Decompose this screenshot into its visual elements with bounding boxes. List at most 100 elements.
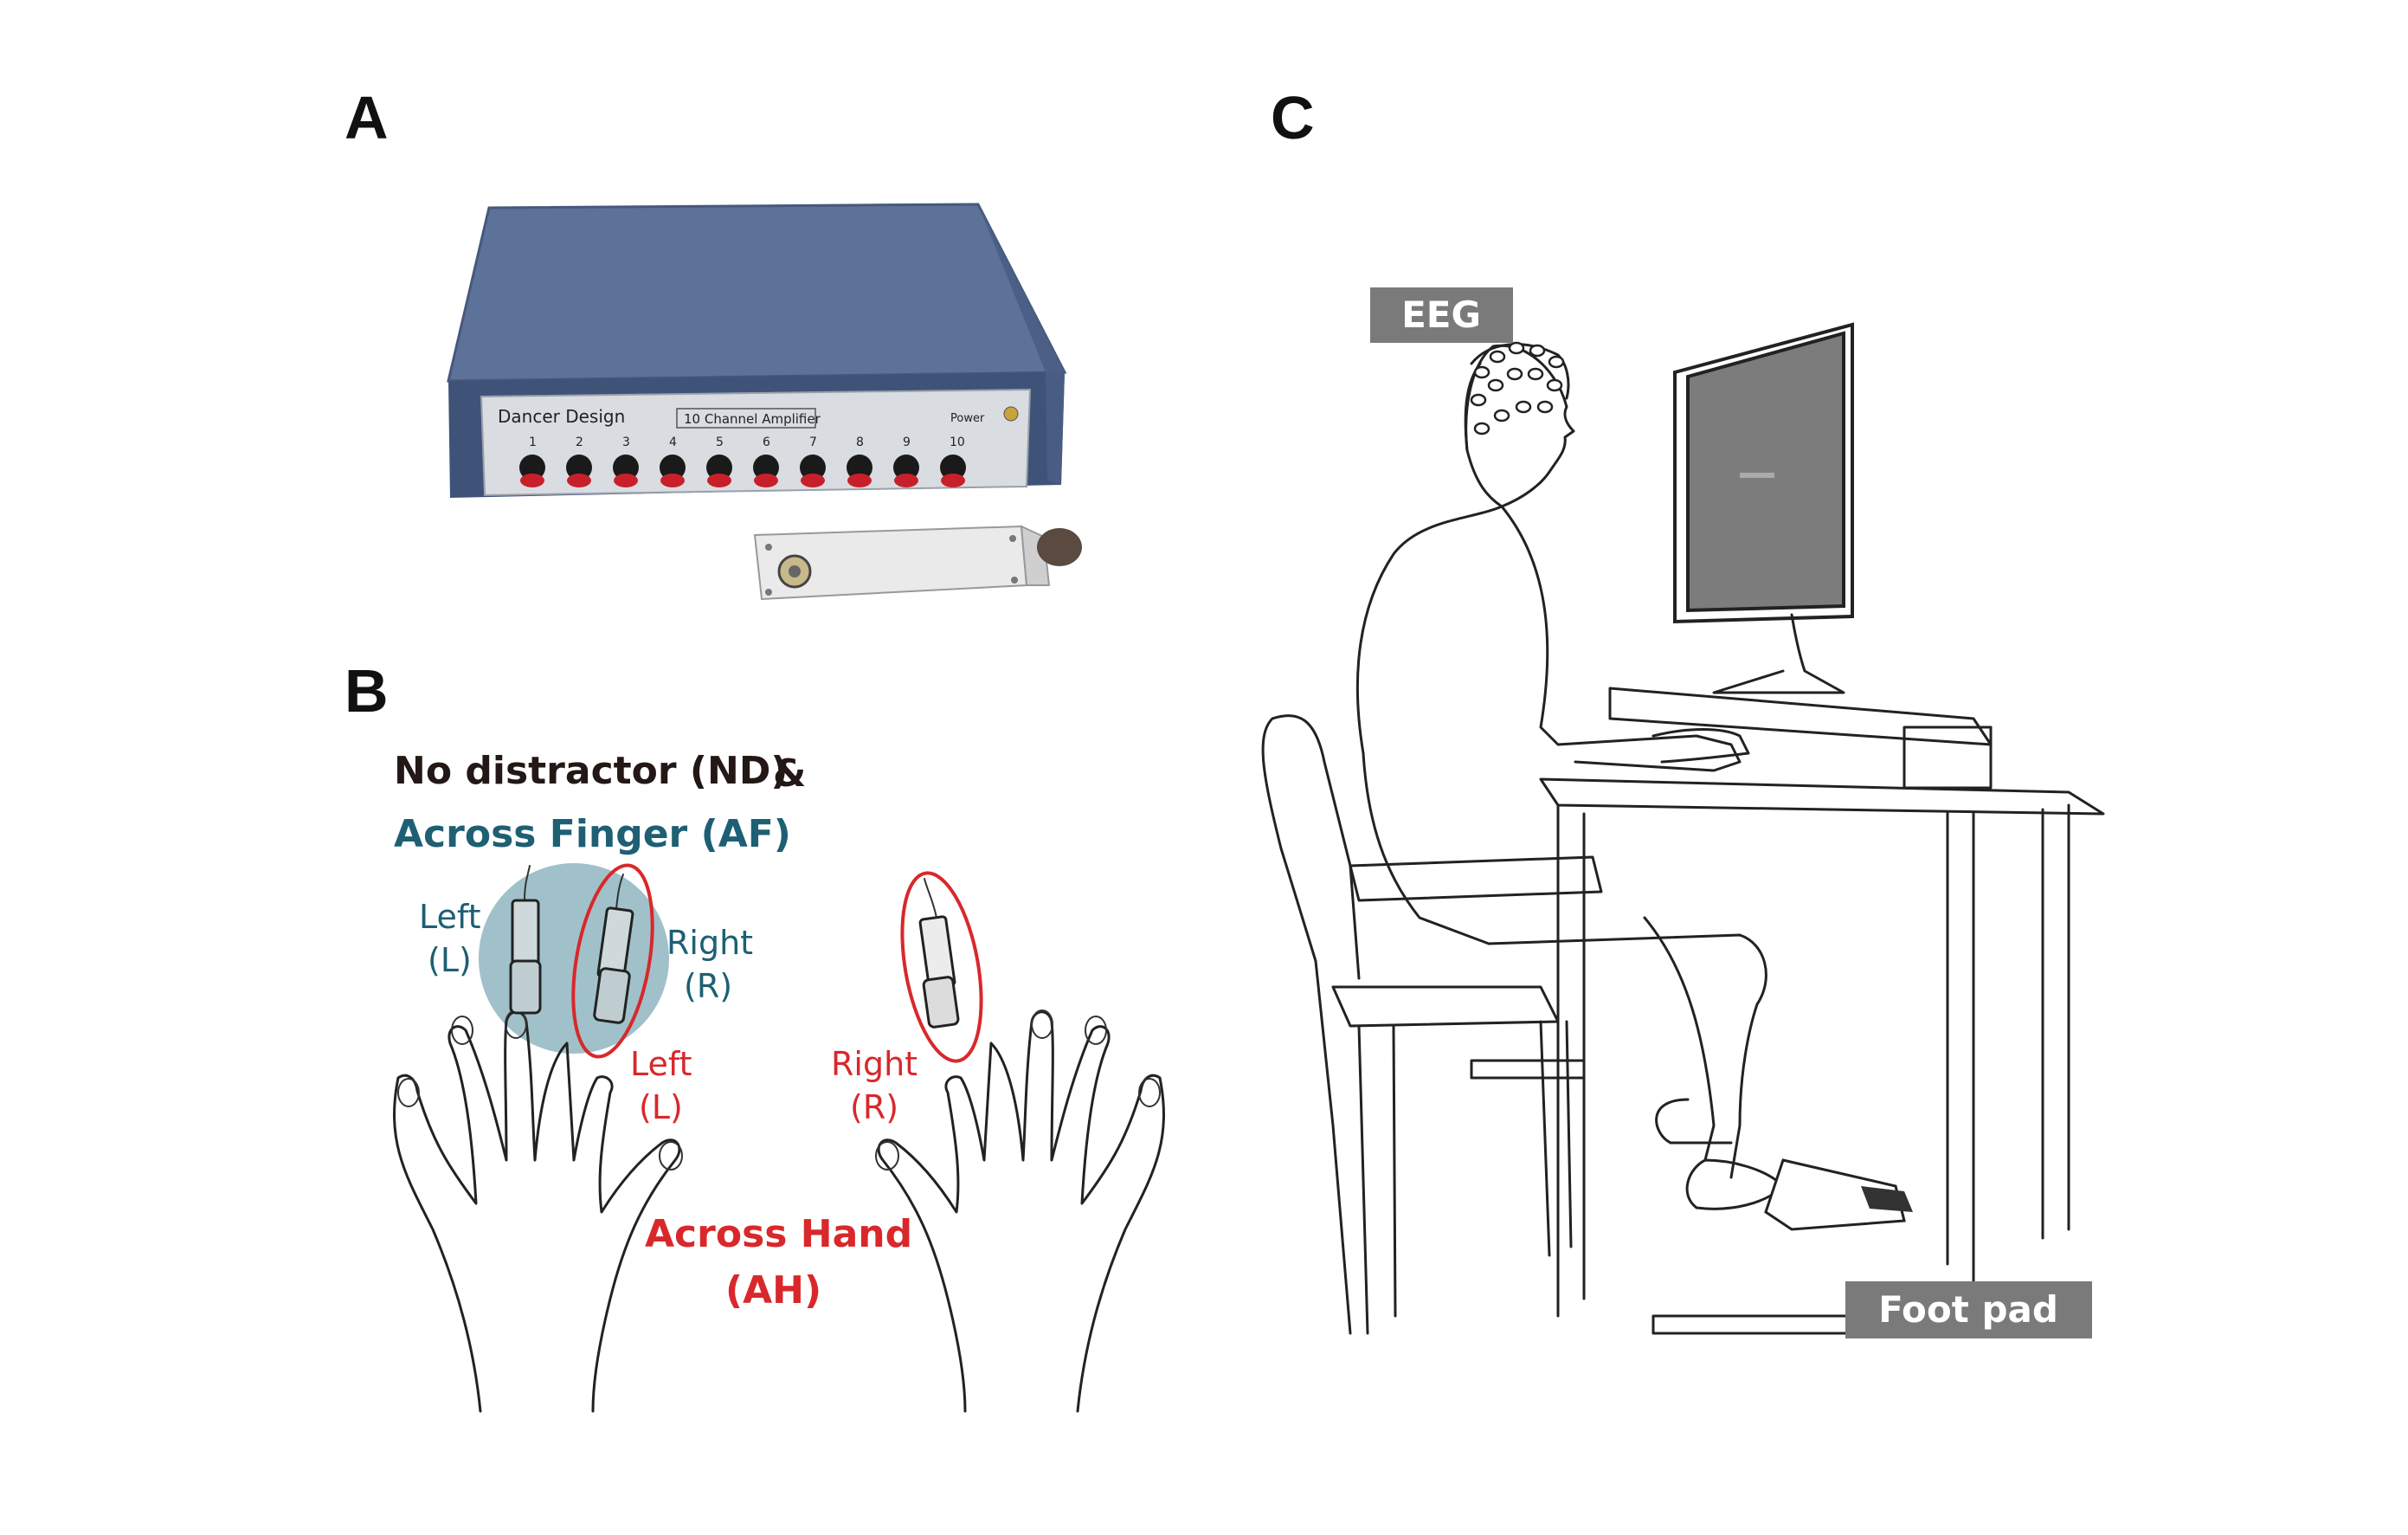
finger-stimulator-left-middle bbox=[593, 874, 634, 1024]
right-hand-nail bbox=[875, 1141, 899, 1171]
eeg-electrode bbox=[1529, 344, 1546, 358]
eeg-electrode bbox=[1493, 409, 1510, 422]
person-legs bbox=[1643, 916, 1785, 1210]
across-hand-ellipse-right bbox=[900, 871, 983, 1063]
desk-top bbox=[1539, 777, 2105, 816]
desk-legs bbox=[1556, 803, 2070, 1318]
channel-knob-cap bbox=[801, 474, 825, 487]
amplifier-model: 10 Channel Amplifier bbox=[684, 411, 821, 427]
channel-knob-cap bbox=[567, 474, 591, 487]
eeg-tag: EEG bbox=[1401, 293, 1481, 336]
eeg-electrode bbox=[1506, 367, 1523, 381]
amplifier-top-face bbox=[447, 203, 1067, 383]
channel-label: 2 bbox=[576, 435, 583, 449]
channel-knob bbox=[800, 455, 826, 480]
channel-label: 4 bbox=[669, 435, 677, 449]
amplifier-model-box bbox=[676, 408, 816, 429]
eeg-electrode bbox=[1536, 400, 1554, 414]
channel-knobs bbox=[519, 455, 966, 487]
eeg-electrode bbox=[1487, 378, 1504, 392]
channel-knob bbox=[660, 455, 686, 480]
left-hand-nail bbox=[451, 1016, 473, 1045]
channel-knob bbox=[519, 455, 545, 480]
channel-knob bbox=[613, 455, 639, 480]
ah-left-label: Left bbox=[630, 1045, 692, 1083]
channel-knob bbox=[753, 455, 779, 480]
screw bbox=[1009, 535, 1016, 542]
channel-knob bbox=[847, 455, 872, 480]
channel-knob-cap bbox=[941, 474, 965, 487]
left-hand-drawing bbox=[393, 1009, 683, 1413]
left-hand-nail bbox=[659, 1141, 683, 1171]
ah-right-abbr: (R) bbox=[850, 1088, 898, 1126]
screw bbox=[765, 589, 772, 596]
amplifier-side-face bbox=[978, 204, 1065, 485]
ah-right-label: Right bbox=[831, 1045, 917, 1083]
channel-knob bbox=[706, 455, 732, 480]
monitor-stand bbox=[1712, 613, 1845, 694]
eeg-electrode bbox=[1548, 355, 1565, 369]
screw bbox=[1011, 577, 1018, 584]
screw bbox=[765, 544, 772, 551]
amplifier-device: Dancer Design 10 Channel Amplifier Power… bbox=[447, 203, 1067, 498]
channel-knob-cap bbox=[660, 474, 685, 487]
channel-knob bbox=[893, 455, 919, 480]
eeg-electrode bbox=[1470, 393, 1487, 407]
foot-pad-switch bbox=[1861, 1186, 1913, 1212]
channel-knob-cap bbox=[894, 474, 918, 487]
switch-box-cable-plug bbox=[1037, 528, 1082, 566]
person-torso bbox=[1355, 505, 1767, 1179]
channel-label: 3 bbox=[622, 435, 630, 449]
channel-label: 7 bbox=[809, 435, 817, 449]
eeg-electrode bbox=[1508, 341, 1525, 355]
right-hand-nail bbox=[1138, 1078, 1161, 1107]
person-arm bbox=[1500, 505, 1742, 772]
panel-label-c: C bbox=[1271, 84, 1315, 152]
across-hand-label: Across Hand bbox=[645, 1212, 912, 1256]
right-hand-outline bbox=[877, 1010, 1165, 1413]
channel-knob-cap bbox=[520, 474, 544, 487]
experiment-setup-drawing bbox=[1261, 322, 2105, 1335]
riser-block bbox=[1903, 726, 1993, 790]
across-hand-ellipse-left bbox=[571, 863, 654, 1059]
across-hand-abbr: (AH) bbox=[725, 1268, 821, 1312]
finger-stimulator-right-index bbox=[918, 878, 960, 1029]
channel-label: 6 bbox=[763, 435, 770, 449]
right-hand-nail bbox=[1085, 1016, 1107, 1045]
chair-armrest bbox=[1349, 855, 1603, 902]
chair-back bbox=[1261, 714, 1361, 1335]
left-hand-nail bbox=[397, 1078, 420, 1107]
foot-pad-base bbox=[1764, 1158, 1906, 1231]
channel-knob-cap bbox=[614, 474, 638, 487]
channel-knob-cap bbox=[847, 474, 872, 487]
channel-label: 9 bbox=[903, 435, 911, 449]
switch-button-center bbox=[789, 565, 801, 577]
af-left-abbr: (L) bbox=[428, 941, 472, 979]
eeg-electrode bbox=[1527, 367, 1544, 381]
channel-knob-cap bbox=[754, 474, 778, 487]
eeg-tag-box bbox=[1370, 287, 1513, 343]
channel-label: 8 bbox=[856, 435, 864, 449]
ah-left-abbr: (L) bbox=[639, 1088, 683, 1126]
monitor-screen bbox=[1686, 331, 1845, 613]
right-hand-nail bbox=[1031, 1009, 1053, 1039]
condition-no-distractor: No distractor (ND) bbox=[394, 749, 789, 793]
eeg-electrode bbox=[1546, 378, 1563, 392]
chair-legs bbox=[1357, 1020, 1573, 1335]
eeg-electrode bbox=[1473, 365, 1491, 379]
fixation-cross bbox=[1740, 473, 1774, 478]
condition-ampersand: & bbox=[773, 751, 806, 796]
right-hand-drawing bbox=[875, 1009, 1165, 1413]
foot-switch-box bbox=[753, 525, 1082, 601]
panel-label-b: B bbox=[344, 657, 389, 725]
af-right-label: Right bbox=[666, 924, 753, 962]
channel-knob bbox=[566, 455, 592, 480]
chair-crossbar bbox=[1470, 1059, 1586, 1080]
eeg-electrode bbox=[1473, 422, 1491, 435]
eeg-electrodes bbox=[1470, 341, 1565, 435]
af-right-abbr: (R) bbox=[684, 967, 732, 1005]
channel-label: 5 bbox=[716, 435, 724, 449]
eeg-electrode bbox=[1489, 350, 1506, 364]
